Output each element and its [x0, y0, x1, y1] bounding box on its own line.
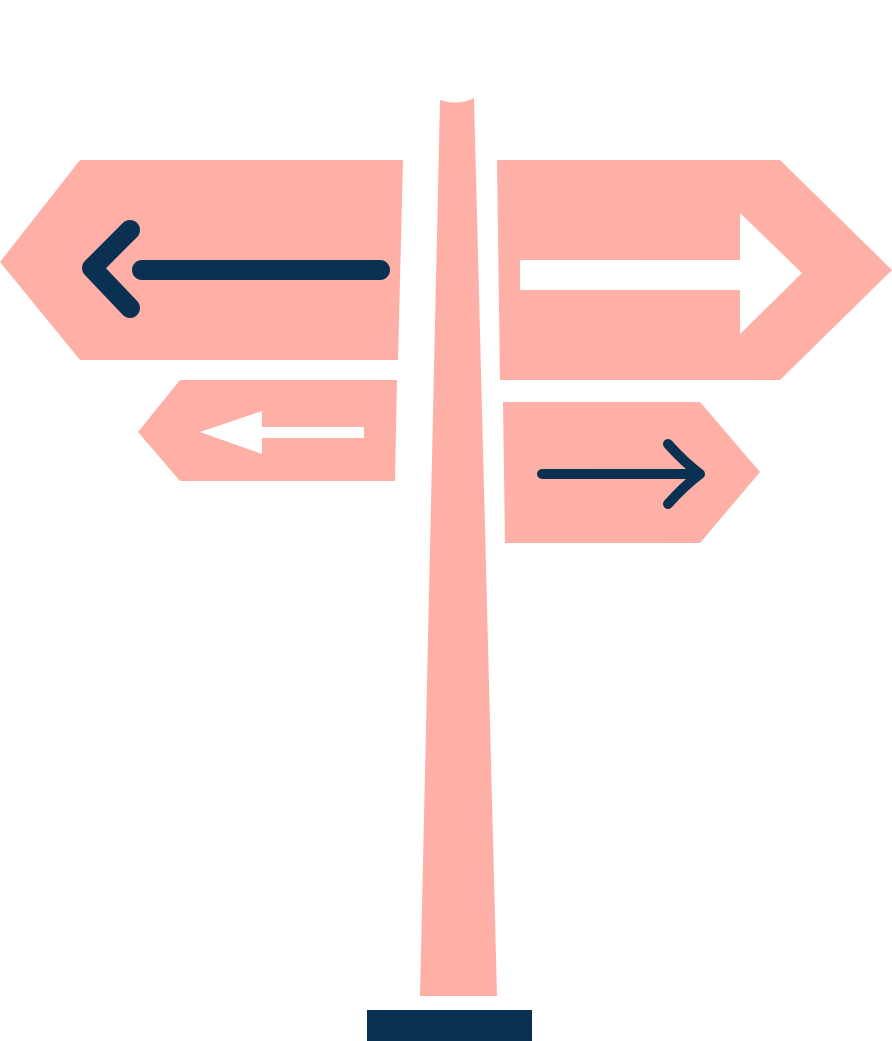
sign-upper-left: [0, 160, 403, 360]
signpost-pole: [402, 96, 498, 996]
sign-upper-right: [497, 160, 892, 380]
arrow-right-icon: [537, 439, 705, 509]
sign-lower-left: [138, 380, 397, 481]
arrow-left-icon: [82, 220, 390, 318]
arrow-right-icon: [520, 213, 802, 334]
sign-lower-right: [503, 402, 760, 543]
arrow-left-icon: [200, 411, 364, 454]
signpost-base: [367, 1010, 532, 1041]
